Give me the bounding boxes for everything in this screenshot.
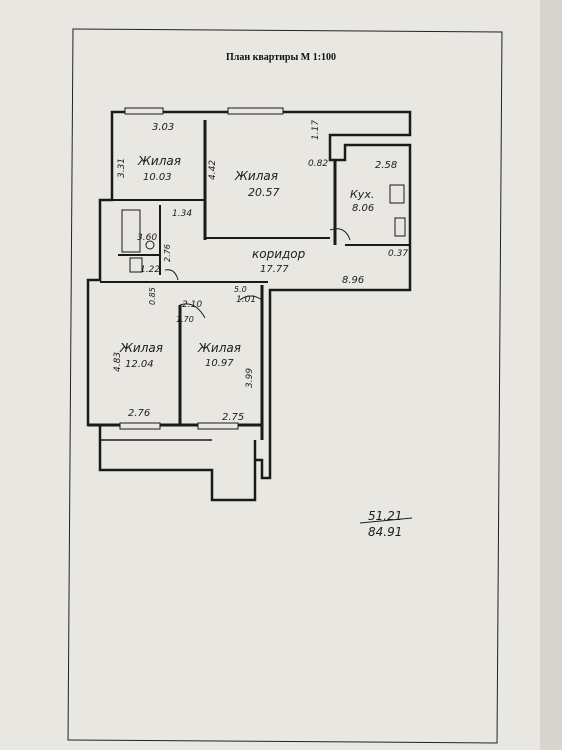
room-wc-area: 1.22 bbox=[140, 265, 160, 275]
plan-labels: Жилая 10.03 Жилая 20.57 Кух. 8.06 коридо… bbox=[113, 120, 413, 539]
dim-11: 0.85 bbox=[148, 287, 157, 305]
bathtub bbox=[121, 209, 141, 253]
room-living4-label: Жилая bbox=[197, 341, 241, 355]
window-3 bbox=[119, 422, 161, 430]
room-living2-label: Жилая bbox=[234, 169, 278, 183]
room-living4-area: 10.97 bbox=[205, 358, 234, 369]
room-bath-area: 3.60 bbox=[137, 233, 157, 243]
room-living1-label: Жилая bbox=[137, 154, 181, 168]
room-corridor-label: коридор bbox=[252, 247, 306, 261]
plan-walls bbox=[86, 107, 412, 502]
dim-5: 0.82 bbox=[308, 159, 328, 169]
dim-8: 2.76 bbox=[163, 244, 172, 262]
dim-15: 2.76 bbox=[128, 408, 150, 419]
window-2 bbox=[227, 107, 284, 115]
dim-16: 2.75 bbox=[222, 412, 244, 423]
room-living3-area: 12.04 bbox=[125, 359, 154, 370]
dim-17: 5.0 bbox=[234, 285, 247, 294]
dim-3: 1.17 bbox=[311, 120, 321, 140]
dim-10: 8.96 bbox=[342, 275, 364, 286]
door-arc-1 bbox=[329, 228, 351, 241]
dim-9: 0.37 bbox=[388, 249, 408, 259]
door-arc-4 bbox=[239, 295, 263, 301]
room-storage-area: 1.70 bbox=[176, 315, 194, 324]
kitchen-sink bbox=[394, 217, 406, 237]
dim-13: 4.83 bbox=[113, 352, 123, 372]
room-living3-label: Жилая bbox=[119, 341, 163, 355]
room-closet-area: 1.01 bbox=[236, 295, 256, 305]
door-arc-3 bbox=[179, 303, 206, 319]
stove bbox=[389, 184, 405, 204]
dim-7: 1.34 bbox=[172, 209, 192, 219]
paper-edge bbox=[540, 0, 562, 750]
dim-6: 2.58 bbox=[375, 160, 397, 171]
room-corridor-area: 17.77 bbox=[260, 264, 289, 275]
window-1 bbox=[124, 107, 164, 115]
dim-14: 3.99 bbox=[245, 368, 255, 388]
sink bbox=[145, 240, 155, 250]
dim-1: 3.03 bbox=[152, 122, 174, 133]
dim-12: 2.10 bbox=[182, 300, 202, 310]
room-kitchen-area: 8.06 bbox=[352, 203, 374, 214]
room-living1-area: 10.03 bbox=[143, 172, 172, 183]
door-arc-2 bbox=[164, 269, 179, 281]
total-area: 84.91 bbox=[368, 525, 402, 539]
outer-wall bbox=[86, 110, 412, 502]
dim-2: 3.31 bbox=[117, 158, 127, 178]
room-kitchen-label: Кух. bbox=[350, 188, 374, 201]
dim-4: 4.42 bbox=[208, 160, 218, 180]
window-4 bbox=[197, 422, 239, 430]
totals-fraction-line bbox=[359, 517, 413, 524]
room-living2-area: 20.57 bbox=[248, 186, 280, 199]
plan-title: План квартиры М 1:100 bbox=[225, 52, 337, 63]
toilet bbox=[129, 257, 143, 273]
paper-sheet bbox=[0, 0, 548, 750]
